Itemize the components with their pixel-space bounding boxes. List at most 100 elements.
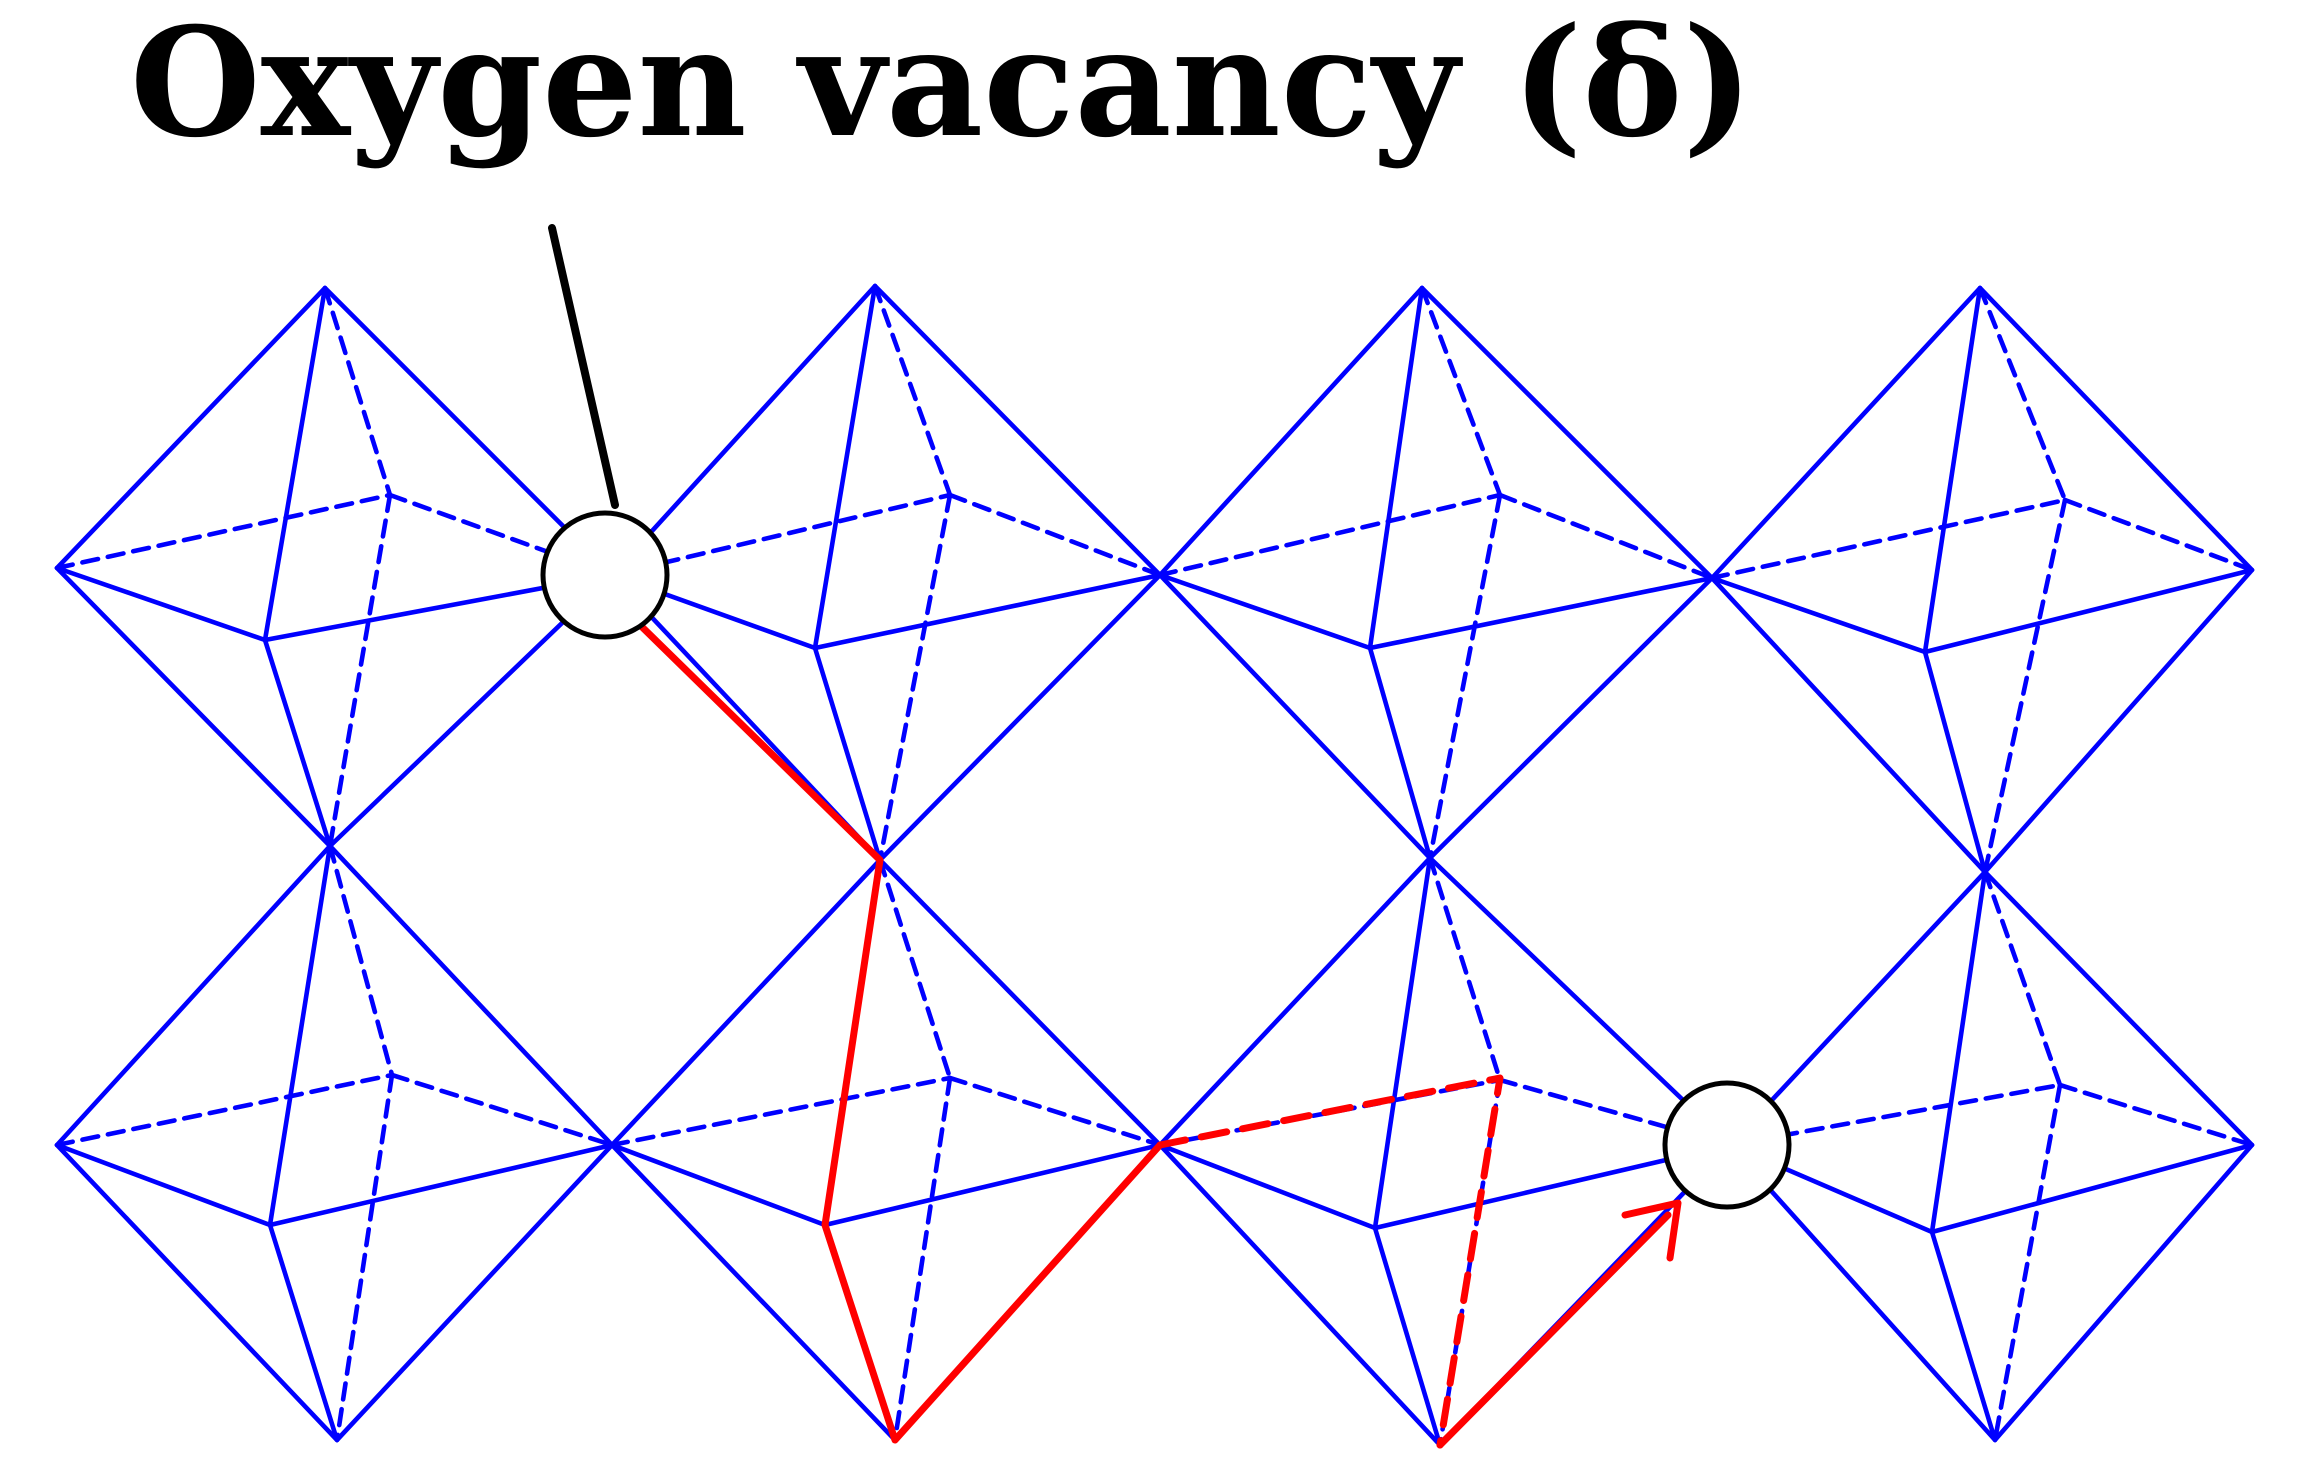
octahedron-edge (1157, 572, 1433, 861)
octahedron-hidden-edge (1157, 492, 1503, 578)
octahedron-edge (1157, 1142, 1443, 1448)
octahedron-top-4 (1709, 285, 2255, 875)
migration-path-hidden (1156, 1074, 1504, 1449)
octahedron-edge (1982, 869, 2255, 1148)
octahedron-edge (262, 637, 333, 849)
octahedron-edge (1982, 567, 2255, 875)
octahedron-edge (54, 285, 328, 571)
octahedron-edge (1372, 1225, 1443, 1448)
octahedron-hidden-edge (327, 843, 395, 1078)
octahedron-hidden-edge (1982, 869, 2063, 1088)
octahedron-edge (812, 572, 1163, 651)
octahedron-hidden-edge (1709, 497, 2068, 581)
octahedron-edge (609, 1142, 828, 1228)
octahedron-edge (267, 1142, 615, 1228)
octahedron-edge (1709, 575, 1988, 875)
octahedron-edge (327, 843, 615, 1148)
octahedron-top-1 (54, 285, 615, 849)
octahedron-hidden-edge (322, 285, 393, 498)
octahedron-edge (812, 283, 878, 651)
octahedron-hidden-edge (327, 492, 393, 849)
octahedron-bottom-4 (1727, 869, 2255, 1443)
octahedron-hidden-edge (872, 283, 953, 498)
octahedron-hidden-edge (609, 1075, 953, 1148)
octahedron-hidden-edge (1982, 497, 2068, 875)
octahedron-hidden-edge (947, 492, 1163, 578)
vacancy-pointer (548, 224, 619, 509)
octahedron-edge (1367, 645, 1433, 861)
octahedron-edge (54, 1142, 273, 1228)
octahedron-hidden-edge (1977, 285, 2068, 503)
octahedron-edge (1367, 285, 1425, 651)
octahedron-edge (1157, 285, 1425, 578)
octahedron-edge (1157, 1142, 1378, 1231)
vacancy-markers (540, 510, 1792, 1210)
octahedron-bottom-3 (1157, 855, 1733, 1448)
octahedron-edge (334, 1142, 615, 1443)
octahedron-edge (609, 283, 878, 578)
octahedron-edge (1157, 572, 1373, 651)
octahedron-hidden-edge (1427, 855, 1503, 1083)
octahedron-edge (1709, 575, 1928, 655)
octahedron-edge (267, 1222, 340, 1443)
octahedron-hidden-edge (609, 492, 953, 578)
octahedron-edge (1922, 649, 1988, 875)
oxygen-vacancy-marker (540, 510, 670, 640)
migration-arrow-head (1621, 1199, 1682, 1262)
vacancy-migration-path (636, 621, 1682, 1449)
octahedron-edge (1727, 1142, 1998, 1443)
octahedron-edge (822, 1142, 1163, 1228)
octahedron-hidden-edge (2062, 497, 2255, 573)
octahedron-hidden-edge (892, 1075, 953, 1443)
octahedron-edge (54, 565, 268, 643)
octahedron-edge (1929, 869, 1988, 1235)
octahedron-edge (54, 1142, 340, 1443)
octahedron-edge (1157, 855, 1433, 1148)
migration-path-solid (636, 621, 1164, 1444)
octahedron-edge (54, 565, 333, 849)
octahedron-edge (1372, 855, 1433, 1231)
octahedron-edge (1709, 285, 1983, 581)
octahedron-hidden-edge (2057, 1082, 2255, 1148)
octahedron-bottom-1 (54, 843, 615, 1443)
octahedra-group (54, 283, 2255, 1448)
octahedron-edge (1922, 567, 2255, 655)
octahedron-edge (812, 645, 883, 863)
octahedron-edge (262, 285, 328, 643)
octahedron-edge (54, 843, 333, 1148)
octahedron-edge (609, 857, 883, 1148)
octahedron-edge (1427, 575, 1715, 861)
migration-arrow-shaft (1436, 1211, 1672, 1449)
octahedron-edge (1929, 1142, 2255, 1235)
oxygen-vacancy-marker (1662, 1080, 1792, 1210)
octahedron-hidden-edge (1419, 285, 1503, 498)
octahedron-edge (1419, 285, 1715, 581)
octahedron-hidden-edge (389, 1072, 615, 1148)
vacancy-pointer-line (548, 224, 619, 509)
octahedron-top-2 (609, 283, 1163, 863)
octahedron-edge (609, 1142, 898, 1443)
octahedron-edge (1992, 1142, 2255, 1443)
octahedron-edge (267, 843, 333, 1228)
octahedron-hidden-edge (1497, 492, 1715, 581)
octahedron-edge (1367, 575, 1715, 651)
octahedron-edge (1427, 855, 1733, 1148)
octahedron-hidden-edge (334, 1072, 395, 1443)
octahedron-edge (877, 857, 1163, 1148)
octahedron-bottom-2 (609, 857, 1163, 1443)
octahedron-hidden-edge (1992, 1082, 2063, 1443)
octahedron-hidden-edge (1427, 492, 1503, 861)
octahedron-top-3 (1157, 285, 1715, 861)
octahedron-edge (1977, 285, 2255, 573)
octahedron-edge (1922, 285, 1983, 655)
octahedron-edge (877, 572, 1163, 863)
octahedron-hidden-edge (54, 492, 393, 571)
octahedron-edge (1929, 1229, 1998, 1443)
octahedron-hidden-edge (877, 492, 953, 863)
octahedron-edge (872, 283, 1163, 578)
octahedron-hidden-edge (877, 857, 953, 1081)
diagram-title: Oxygen vacancy (δ) (130, 0, 1754, 171)
octahedron-hidden-edge (947, 1075, 1163, 1148)
octahedron-hidden-edge (54, 1072, 395, 1148)
